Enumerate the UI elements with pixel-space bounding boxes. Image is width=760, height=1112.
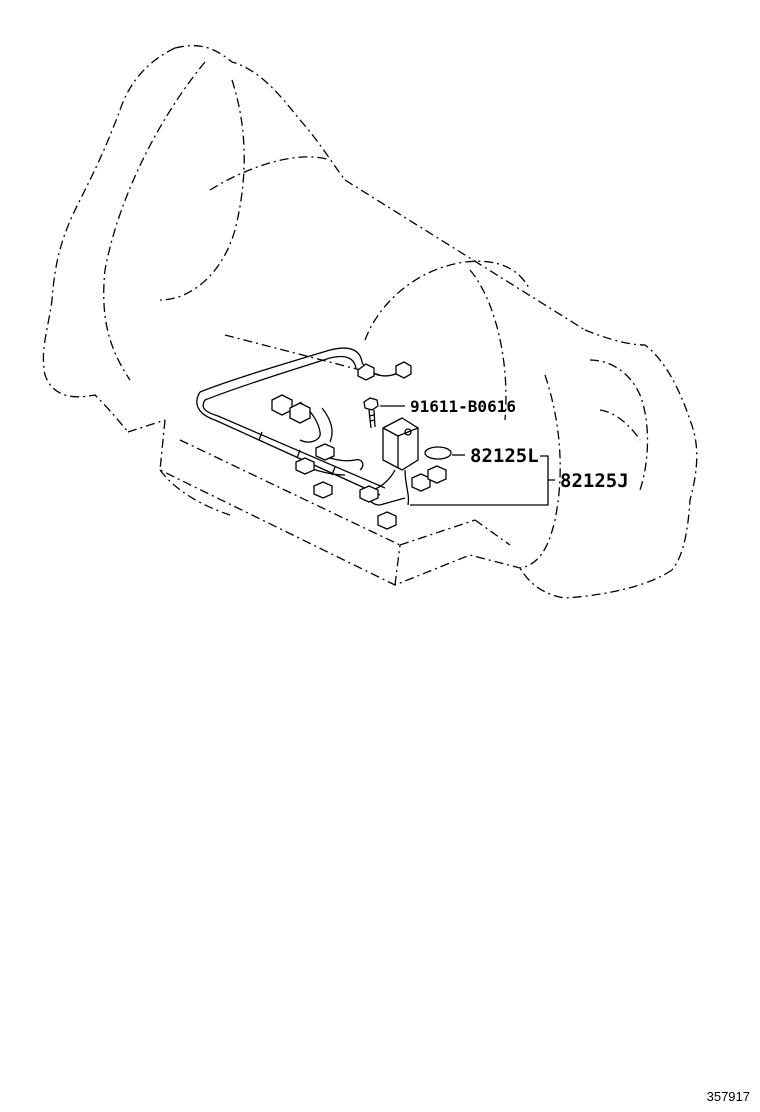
transmission-outline [42, 45, 698, 599]
bolt-icon [363, 397, 379, 429]
leader-lines [380, 405, 555, 506]
part-number-wire-assembly: 82125J [560, 470, 629, 492]
part-number-bolt: 91611-B0616 [410, 397, 516, 416]
diagram-reference-id: 357917 [706, 1089, 750, 1104]
part-number-oring: 82125L [470, 445, 539, 467]
wire-harness [196, 347, 447, 530]
oring-icon [424, 446, 452, 460]
